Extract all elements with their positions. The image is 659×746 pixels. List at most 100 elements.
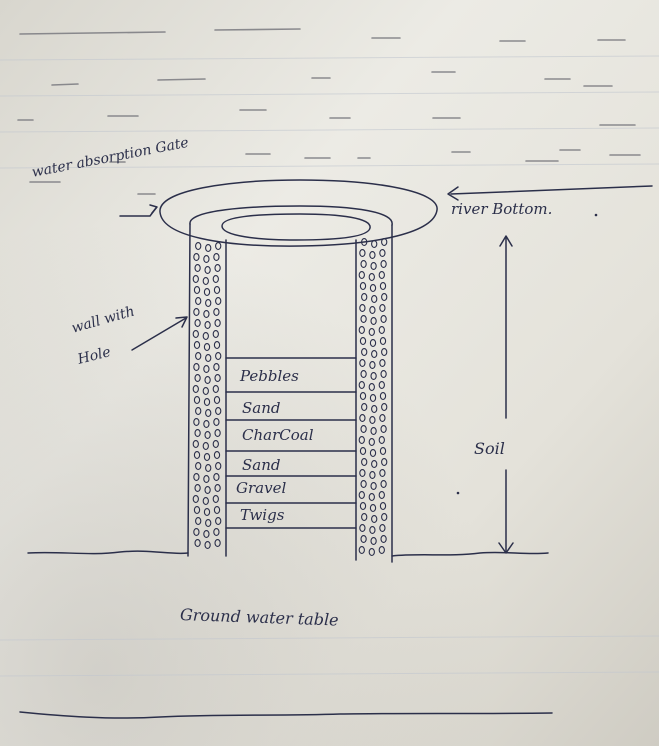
- pebble: [358, 271, 365, 279]
- pebble: [379, 447, 387, 455]
- pebble: [361, 513, 368, 521]
- pebble: [370, 537, 377, 545]
- pebble: [380, 370, 387, 378]
- pebble: [369, 251, 376, 259]
- pebble: [213, 451, 221, 459]
- pebble: [379, 392, 387, 400]
- pebble: [378, 546, 385, 554]
- pebble: [380, 480, 387, 488]
- pebble: [193, 341, 201, 349]
- pebble: [192, 275, 199, 283]
- pebble: [204, 431, 211, 439]
- pebble: [370, 317, 377, 325]
- pebble: [380, 315, 387, 323]
- pebble: [203, 508, 211, 516]
- well-opening: [221, 213, 371, 241]
- pebble: [371, 515, 378, 523]
- pebble: [380, 425, 387, 433]
- layer-label-gravel: Gravel: [236, 479, 287, 497]
- pebble: [215, 352, 222, 360]
- pebble: [203, 255, 210, 263]
- pebble: [214, 319, 221, 327]
- pebble: [205, 409, 212, 417]
- layer-label-sand-lower: Sand: [242, 456, 281, 474]
- well-drawing: [19, 179, 653, 719]
- pebble: [358, 381, 365, 389]
- pebble: [369, 306, 376, 314]
- pebble: [378, 381, 385, 389]
- pebble: [381, 458, 388, 466]
- pebble: [213, 308, 220, 316]
- pebble: [381, 403, 388, 411]
- pebble: [359, 502, 367, 510]
- pebble: [205, 299, 212, 307]
- river-arrow: [450, 185, 653, 195]
- wall-pebbles: [192, 238, 388, 556]
- pebble: [358, 491, 365, 499]
- pebble: [212, 495, 219, 503]
- pebble: [195, 517, 202, 525]
- pebble: [213, 253, 220, 261]
- pebble: [205, 519, 212, 527]
- pebble: [359, 524, 366, 532]
- pebble: [202, 332, 209, 340]
- pebble: [360, 370, 367, 378]
- pebble: [369, 416, 376, 424]
- pebble: [213, 528, 220, 536]
- pebble: [379, 414, 386, 422]
- layer-label-sand: Sand: [242, 399, 281, 417]
- pebble: [378, 491, 385, 499]
- pebble: [213, 341, 221, 349]
- pebble: [381, 348, 388, 356]
- pebble: [380, 260, 387, 268]
- pebble: [195, 297, 202, 305]
- pebble: [214, 484, 221, 492]
- pebble: [359, 282, 367, 290]
- pebble: [361, 458, 368, 466]
- pebble: [194, 319, 201, 327]
- pebble: [194, 539, 201, 547]
- pebble: [213, 286, 221, 294]
- pebble: [193, 473, 200, 481]
- pebble: [214, 429, 221, 437]
- pebble: [358, 326, 365, 334]
- pebble: [204, 321, 211, 329]
- pebble: [358, 546, 365, 554]
- pebble: [215, 462, 222, 470]
- pebble: [370, 482, 377, 490]
- pebble: [192, 330, 199, 338]
- pebble: [370, 427, 377, 435]
- pebble: [212, 385, 219, 393]
- pebble: [379, 502, 387, 510]
- pebble: [368, 438, 375, 446]
- pebble: [368, 548, 375, 556]
- pebble: [204, 486, 211, 494]
- pebble: [195, 352, 202, 360]
- pebble: [203, 310, 210, 318]
- pebble: [194, 484, 201, 492]
- pebble: [361, 403, 368, 411]
- pebble: [205, 464, 212, 472]
- pebble: [193, 363, 200, 371]
- pebble: [360, 535, 367, 543]
- pebble: [202, 277, 209, 285]
- pebble: [195, 462, 202, 470]
- pebble: [195, 407, 202, 415]
- pebble: [380, 535, 387, 543]
- pebble: [360, 425, 367, 433]
- left-wall-outer: [187, 223, 191, 557]
- pebble: [379, 337, 387, 345]
- pebble: [192, 385, 199, 393]
- pebble: [359, 392, 367, 400]
- pebble: [193, 418, 200, 426]
- ground-line-right: [391, 551, 549, 557]
- pebble: [361, 238, 368, 246]
- pebble: [193, 451, 201, 459]
- pebble: [204, 541, 211, 549]
- pebble: [371, 460, 378, 468]
- pebble: [368, 383, 375, 391]
- pebble: [213, 396, 221, 404]
- pebble: [379, 524, 386, 532]
- pebble: [212, 330, 219, 338]
